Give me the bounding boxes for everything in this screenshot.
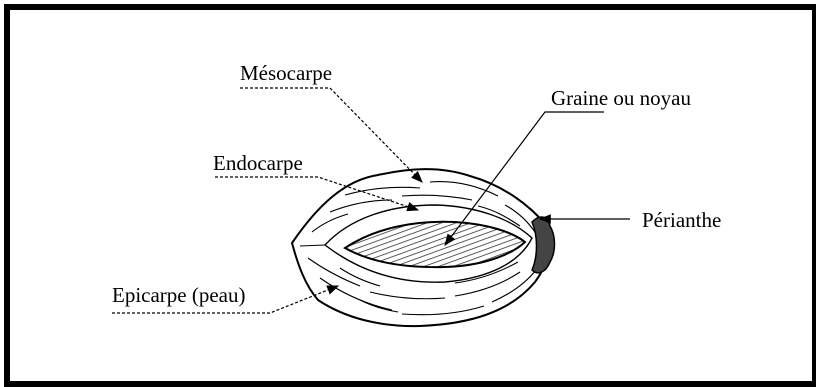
endocarpe-label: Endocarpe bbox=[213, 153, 303, 174]
mesocarpe-label: Mésocarpe bbox=[240, 63, 332, 84]
perianthe-label: Périanthe bbox=[642, 210, 721, 231]
epicarpe-label: Epicarpe (peau) bbox=[112, 285, 246, 306]
graine-label: Graine ou noyau bbox=[551, 88, 691, 109]
